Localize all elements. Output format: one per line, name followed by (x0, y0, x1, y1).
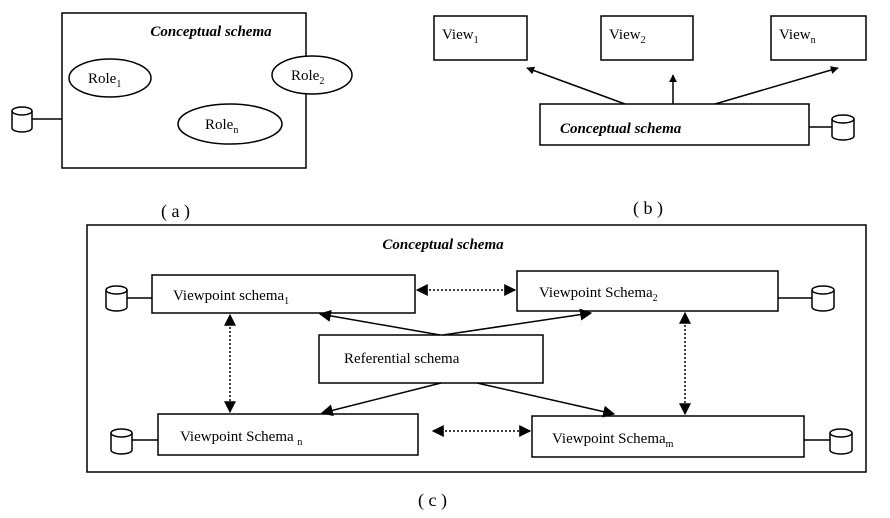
caption-c: ( c ) (418, 490, 447, 511)
conceptual-schema-label: Conceptual schema (560, 121, 682, 137)
arrow-to-view-1 (526, 66, 626, 105)
view-2-box (600, 15, 694, 61)
referential-schema-box (318, 334, 544, 384)
arrow-ref-to-vp1 (318, 309, 441, 336)
role-2-ellipse (271, 55, 353, 95)
database-icon-vpn (110, 428, 133, 455)
arrow-to-view-n (714, 66, 839, 105)
database-icon-b (831, 114, 855, 141)
panel-c: Conceptual schema Viewpoint schema1 View… (86, 224, 867, 511)
database-icon-a (11, 106, 33, 133)
view-n-label: Viewn (779, 27, 816, 46)
role-2-label: Role2 (291, 68, 324, 87)
role-1-label: Role1 (88, 71, 121, 90)
referential-schema-label: Referential schema (344, 351, 460, 367)
viewpoint-schema-n-box (157, 413, 419, 456)
panel-b: View1 View2 Viewn Conceptual schema ( b … (433, 15, 867, 219)
viewpoint-schema-m-label: Viewpoint Schemam (552, 431, 674, 450)
panel-a-title: Conceptual schema (150, 24, 272, 40)
panel-c-title: Conceptual schema (382, 237, 504, 253)
role-1-ellipse (68, 58, 152, 98)
view-1-label: View1 (442, 27, 479, 46)
caption-b: ( b ) (633, 198, 663, 219)
viewpoint-schema-2-label: Viewpoint Schema2 (539, 285, 658, 304)
conceptual-schema-box (539, 103, 810, 146)
role-n-ellipse (177, 103, 283, 145)
viewpoint-schema-n-label: Viewpoint Schema n (180, 429, 302, 448)
viewpoint-schema-2-box (516, 270, 779, 312)
database-icon-vp1 (105, 285, 128, 312)
viewpoint-schema-1-label: Viewpoint schema1 (173, 288, 289, 307)
arrow-ref-to-vp2 (442, 308, 593, 336)
database-icon-vpm (829, 428, 853, 455)
view-n-box (770, 15, 867, 61)
panel-a: Conceptual schema Role1 Role2 Rolen ( a … (11, 12, 353, 222)
database-icon-vp2 (811, 285, 835, 312)
view-2-label: View2 (609, 27, 646, 46)
arrow-ref-to-vpn (320, 382, 442, 417)
view-1-box (433, 15, 528, 61)
viewpoint-schema-m-box (531, 415, 805, 458)
arrow-ref-to-vpm (476, 382, 616, 418)
viewpoint-schema-1-box (151, 274, 416, 314)
role-n-label: Rolen (205, 117, 238, 136)
caption-a: ( a ) (161, 201, 190, 222)
